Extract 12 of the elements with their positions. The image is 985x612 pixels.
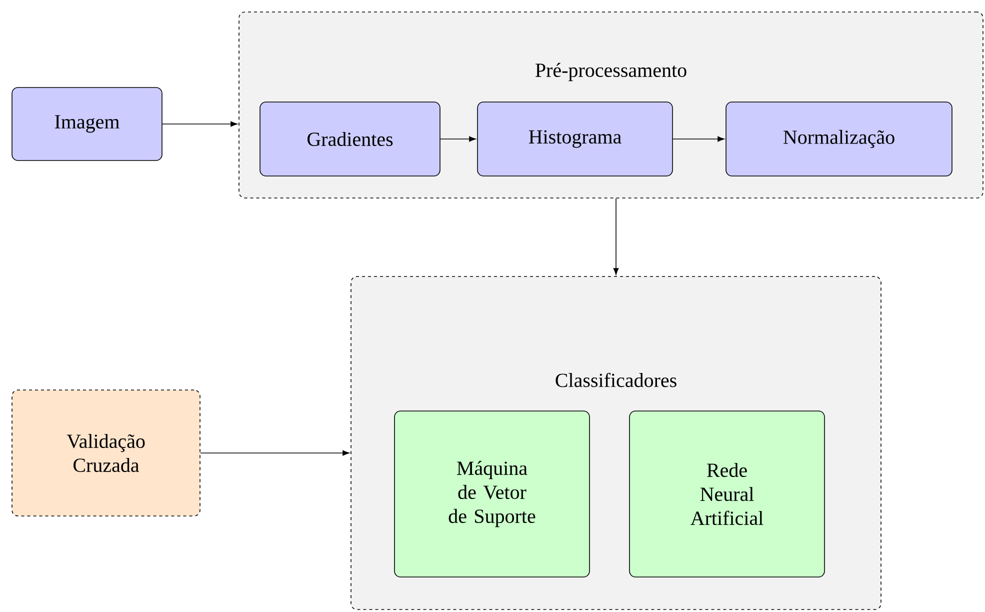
input-box: Validação Cruzada [12,390,200,516]
classifier-box: Rede Neural Artificial [629,410,825,578]
arrow [613,198,619,275]
process-box: Imagem [12,87,162,161]
classifier-box: Máquina de Vetor de Suporte [394,410,590,578]
arrow [200,450,350,456]
process-box: Gradientes [260,102,440,176]
process-box: Normalização [726,102,952,176]
process-box: Histograma [477,102,673,176]
arrow [672,136,724,142]
arrow [440,136,476,142]
arrow [162,121,238,127]
